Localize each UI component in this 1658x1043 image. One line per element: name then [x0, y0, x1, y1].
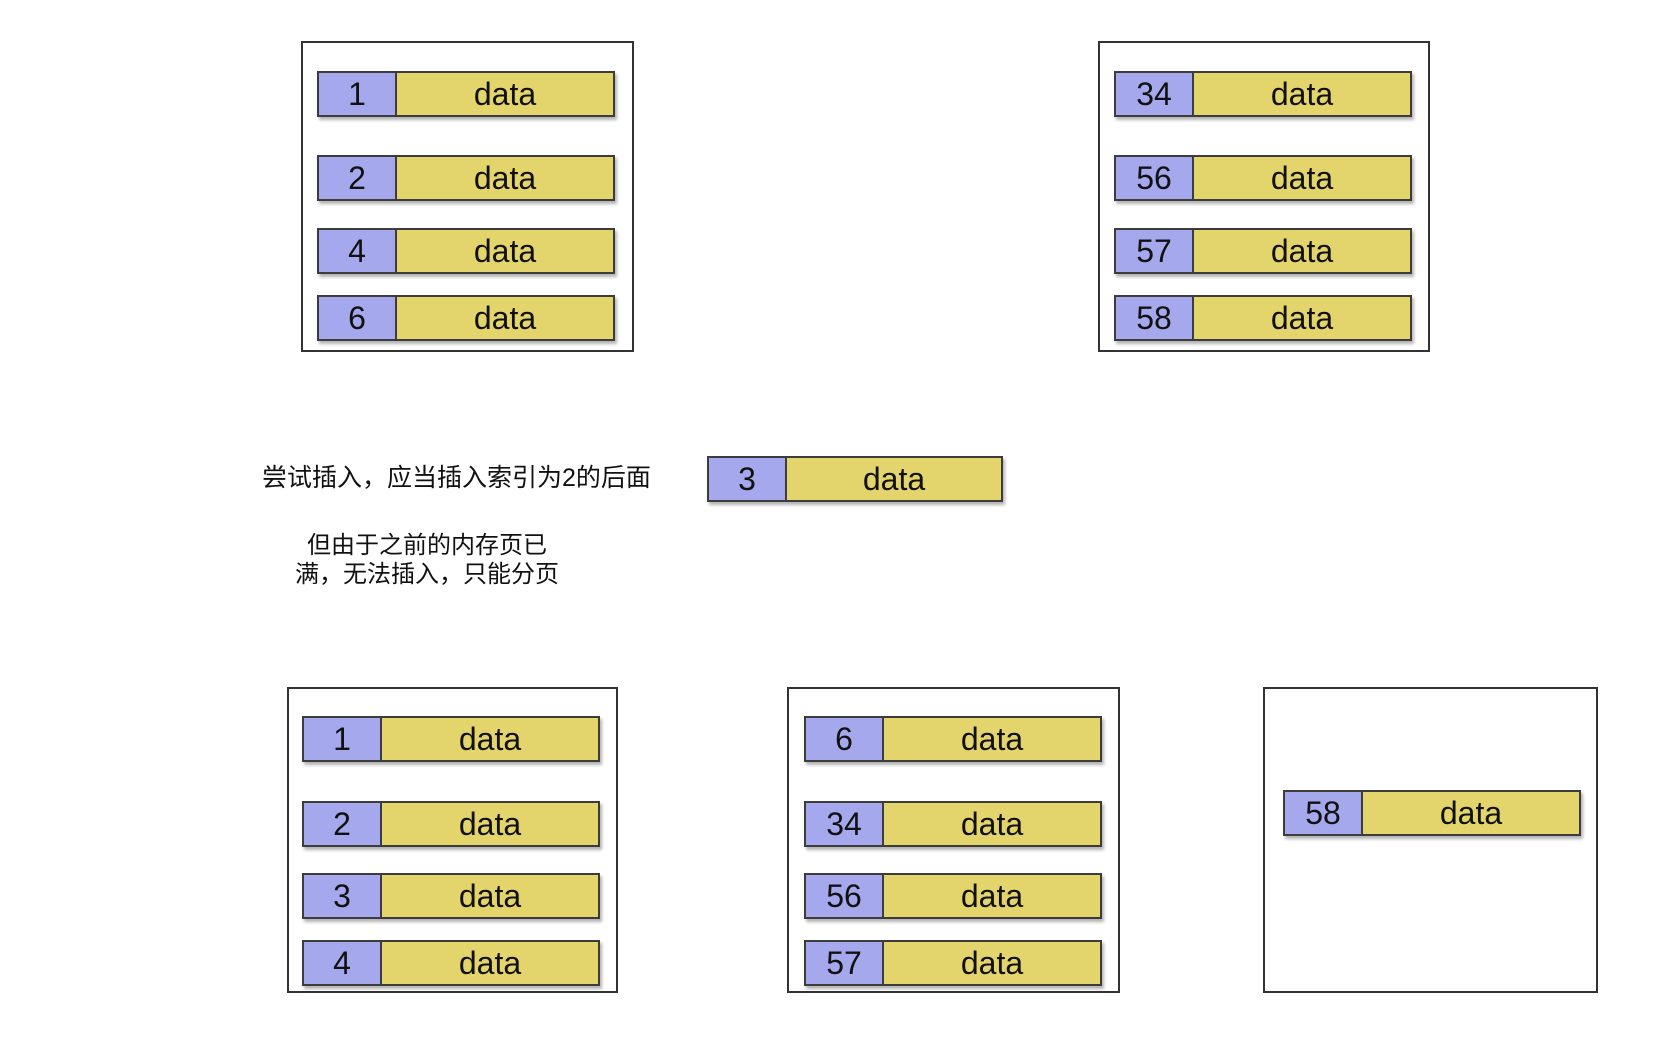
key-cell: 4	[302, 940, 382, 986]
data-cell: data	[1192, 71, 1412, 117]
data-cell: data	[395, 295, 615, 341]
split-note: 但由于之前的内存页已 满，无法插入，只能分页	[277, 531, 577, 589]
data-cell: data	[882, 716, 1102, 762]
key-cell: 34	[1114, 71, 1194, 117]
key-cell: 34	[804, 801, 884, 847]
key-cell: 56	[804, 873, 884, 919]
data-cell: data	[395, 228, 615, 274]
insert-note: 尝试插入，应当插入索引为2的后面	[262, 464, 651, 492]
insert-row: 3 data	[707, 456, 1003, 502]
data-cell: data	[882, 873, 1102, 919]
key-cell: 58	[1283, 790, 1363, 836]
key-cell: 3	[707, 456, 787, 502]
data-cell: data	[1192, 155, 1412, 201]
data-cell: data	[380, 873, 600, 919]
key-cell: 6	[317, 295, 397, 341]
data-cell: data	[380, 801, 600, 847]
key-cell: 6	[804, 716, 884, 762]
key-cell: 58	[1114, 295, 1194, 341]
data-cell: data	[395, 155, 615, 201]
key-cell: 1	[317, 71, 397, 117]
key-cell: 2	[317, 155, 397, 201]
split-note-line2: 满，无法插入，只能分页	[295, 561, 559, 588]
data-cell: data	[882, 801, 1102, 847]
data-cell: data	[380, 940, 600, 986]
split-note-line1: 但由于之前的内存页已	[307, 532, 547, 559]
data-cell: data	[1192, 228, 1412, 274]
data-cell: data	[395, 71, 615, 117]
key-cell: 2	[302, 801, 382, 847]
data-cell: data	[1192, 295, 1412, 341]
data-cell: data	[380, 716, 600, 762]
data-cell: data	[1361, 790, 1581, 836]
key-cell: 4	[317, 228, 397, 274]
key-cell: 3	[302, 873, 382, 919]
key-cell: 56	[1114, 155, 1194, 201]
data-cell: data	[882, 940, 1102, 986]
data-cell: data	[785, 456, 1003, 502]
key-cell: 57	[1114, 228, 1194, 274]
key-cell: 1	[302, 716, 382, 762]
key-cell: 57	[804, 940, 884, 986]
